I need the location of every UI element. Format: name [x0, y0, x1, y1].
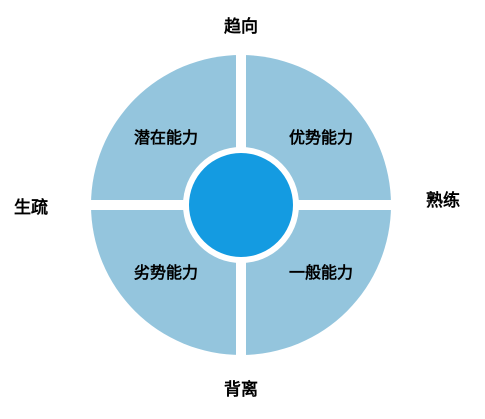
axis-label-right: 熟练 — [426, 190, 460, 211]
quadrant-label-bottom-right: 一般能力 — [289, 263, 353, 282]
quadrant-label-top-left: 潜在能力 — [134, 128, 198, 147]
axis-label-bottom: 背离 — [224, 379, 258, 400]
quadrant-label-bottom-left: 劣势能力 — [134, 263, 198, 282]
quadrant-label-top-right: 优势能力 — [289, 128, 353, 147]
axis-label-top: 趋向 — [224, 16, 258, 37]
axis-label-left: 生疏 — [14, 197, 48, 218]
center-circle — [189, 153, 293, 257]
